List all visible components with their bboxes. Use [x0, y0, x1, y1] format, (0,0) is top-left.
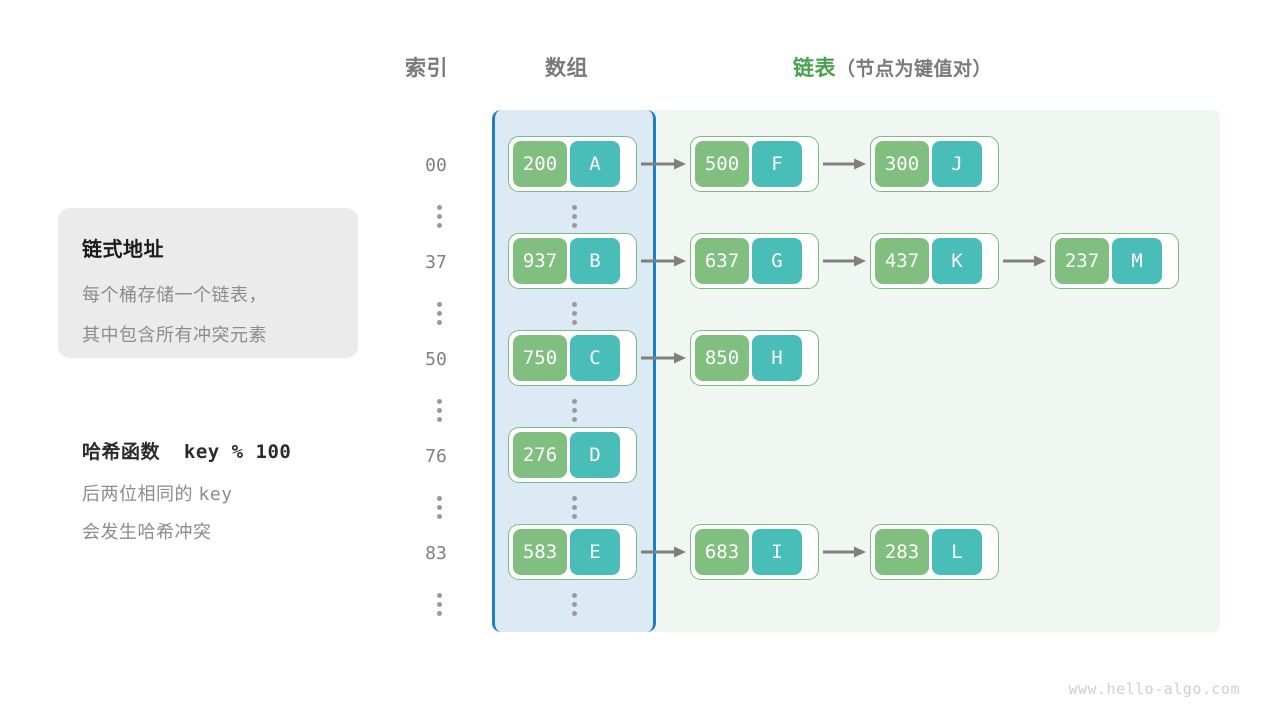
chain-arrow-icon [823, 545, 866, 559]
node-value: H [752, 335, 802, 381]
node-value: I [752, 529, 802, 575]
node-value: L [932, 529, 982, 575]
node-key: 683 [695, 529, 749, 575]
chain-arrow-icon [641, 254, 686, 268]
ellipsis-icon [569, 302, 579, 325]
index-label-50: 50 [425, 349, 447, 370]
info-card-line-2: 其中包含所有冲突元素 [82, 325, 267, 345]
node-value: F [752, 141, 802, 187]
hash-function-expression: key % 100 [183, 441, 292, 463]
chain-arrow-icon [641, 351, 686, 365]
info-card-line-1: 每个桶存储一个链表， [82, 285, 267, 305]
node-key: 300 [875, 141, 929, 187]
chain-arrow-icon [823, 254, 866, 268]
node-value: K [932, 238, 982, 284]
node-value: D [570, 432, 620, 478]
chain-arrow-icon [1003, 254, 1046, 268]
column-header-array: 数组 [545, 57, 588, 80]
hash-note-line-1-key: key [198, 484, 233, 505]
index-label-37: 37 [425, 252, 447, 273]
node-value: E [570, 529, 620, 575]
node-key: 437 [875, 238, 929, 284]
node-key: 200 [513, 141, 567, 187]
node-value: B [570, 238, 620, 284]
hash-note-line-2: 会发生哈希冲突 [82, 522, 212, 542]
ellipsis-icon [434, 399, 444, 422]
node-key: 276 [513, 432, 567, 478]
ellipsis-icon [569, 496, 579, 519]
ellipsis-icon [569, 399, 579, 422]
column-header-linked-list-sub: （节点为键值对） [836, 59, 993, 80]
chain-arrow-icon [641, 157, 686, 171]
index-label-83: 83 [425, 543, 447, 564]
chain-arrow-icon [823, 157, 866, 171]
node-key: 750 [513, 335, 567, 381]
info-card [58, 208, 358, 358]
ellipsis-icon [569, 593, 579, 616]
column-header-index: 索引 [405, 57, 448, 80]
index-label-76: 76 [425, 446, 447, 467]
node-key: 583 [513, 529, 567, 575]
column-header-linked-list-main: 链表 [793, 57, 836, 80]
chain-arrow-icon [641, 545, 686, 559]
ellipsis-icon [434, 496, 444, 519]
watermark: www.hello-algo.com [1068, 680, 1240, 698]
ellipsis-icon [434, 593, 444, 616]
node-key: 937 [513, 238, 567, 284]
node-key: 637 [695, 238, 749, 284]
hash-note-line-1: 后两位相同的 key [82, 480, 233, 506]
ellipsis-icon [434, 302, 444, 325]
node-value: M [1112, 238, 1162, 284]
hash-function-title: 哈希函数 key % 100 [82, 437, 291, 464]
node-value: J [932, 141, 982, 187]
hash-function-label: 哈希函数 [82, 442, 161, 463]
node-value: A [570, 141, 620, 187]
info-card-title: 链式地址 [82, 239, 164, 261]
ellipsis-icon [569, 205, 579, 228]
node-key: 237 [1055, 238, 1109, 284]
node-key: 850 [695, 335, 749, 381]
ellipsis-icon [434, 205, 444, 228]
index-label-00: 00 [425, 155, 447, 176]
node-value: G [752, 238, 802, 284]
node-key: 283 [875, 529, 929, 575]
column-header-linked-list: 链表（节点为键值对） [793, 52, 992, 82]
node-value: C [570, 335, 620, 381]
node-key: 500 [695, 141, 749, 187]
hash-note-line-1-text: 后两位相同的 [82, 484, 193, 504]
